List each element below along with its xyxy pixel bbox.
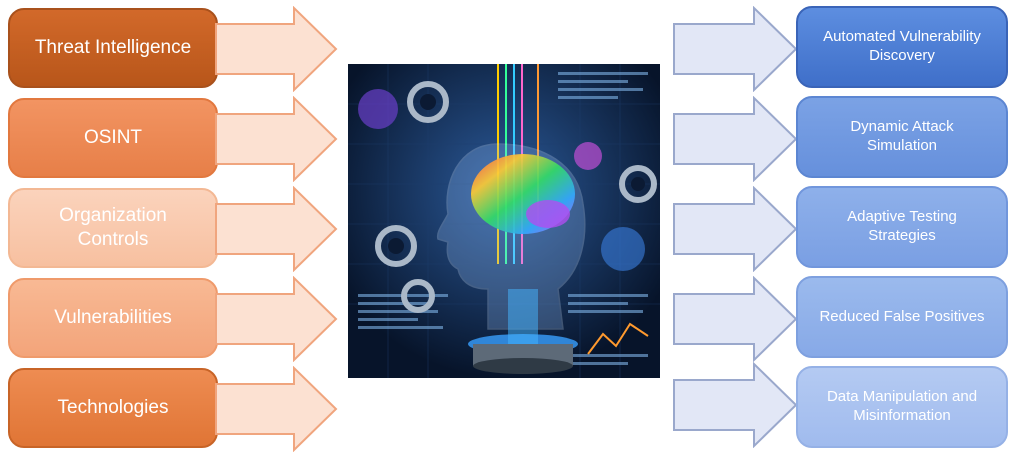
arrow-right-icon — [672, 362, 798, 448]
arrow-right-icon — [214, 366, 338, 452]
input-label: Organization Controls — [59, 205, 167, 250]
output-box-adaptive-testing-strategies: Adaptive Testing Strategies — [796, 186, 1008, 268]
input-label: OSINT — [83, 127, 143, 149]
output-box-reduced-false-positives: Reduced False Positives — [796, 276, 1008, 358]
input-label: Vulnerabilities — [54, 307, 172, 329]
arrow-right-icon — [672, 6, 798, 92]
output-box-automated-vulnerability-discovery: Automated Vulnerability Discovery — [796, 6, 1008, 88]
arrow-right-icon — [214, 96, 338, 182]
output-label: Dynamic Attack Simulation — [850, 118, 954, 154]
input-label: Threat Intelligence — [34, 37, 192, 59]
input-box-osint: OSINT — [8, 98, 218, 178]
arrow-right-icon — [214, 6, 338, 92]
output-label: Data Manipulation and Misinformation — [826, 388, 978, 424]
arrow-right-icon — [672, 96, 798, 182]
output-label: Adaptive Testing Strategies — [847, 208, 957, 244]
input-box-technologies: Technologies — [8, 368, 218, 448]
arrow-right-icon — [672, 186, 798, 272]
input-label: Technologies — [57, 397, 169, 419]
input-box-organization-controls: Organization Controls — [8, 188, 218, 268]
output-box-data-manipulation-and-misinformation: Data Manipulation and Misinformation — [796, 366, 1008, 448]
input-box-threat-intelligence: Threat Intelligence — [8, 8, 218, 88]
output-label: Automated Vulnerability Discovery — [823, 28, 981, 64]
arrow-right-icon — [214, 186, 338, 272]
arrow-right-icon — [214, 276, 338, 362]
output-box-dynamic-attack-simulation: Dynamic Attack Simulation — [796, 96, 1008, 178]
ai-brain-illustration — [348, 64, 660, 378]
output-label: Reduced False Positives — [819, 307, 985, 325]
input-box-vulnerabilities: Vulnerabilities — [8, 278, 218, 358]
arrow-right-icon — [672, 276, 798, 362]
